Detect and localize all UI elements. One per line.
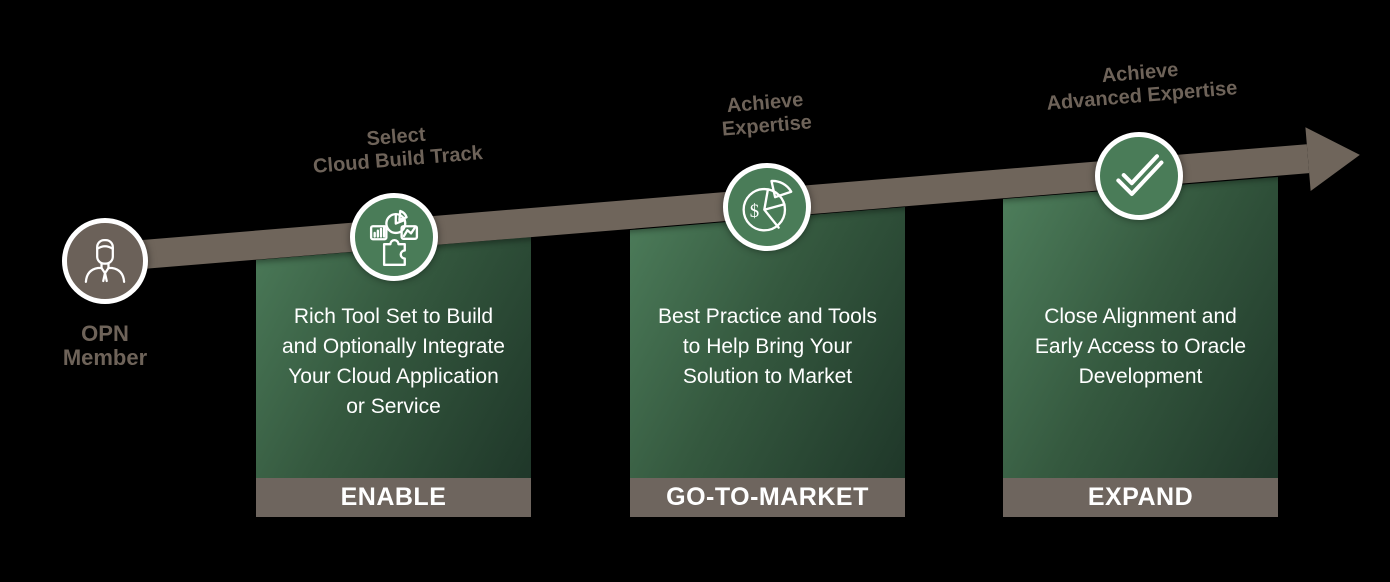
stage-description: Close Alignment and Early Access to Orac…	[1034, 305, 1247, 388]
stage-bar-expand: EXPAND	[1003, 478, 1278, 517]
milestone-badge-expand	[1095, 132, 1183, 220]
stage-panel-expand-body: Close Alignment and Early Access to Orac…	[1003, 177, 1278, 478]
milestone-label-achieve-advanced-expertise: Achieve Advanced Expertise	[1045, 58, 1239, 115]
stage-bar-go-to-market: GO-TO-MARKET	[630, 478, 905, 517]
person-icon	[72, 228, 138, 294]
stage-description: Rich Tool Set to Build and Optionally In…	[282, 305, 505, 418]
stage-bar-enable: ENABLE	[256, 478, 531, 517]
double-checkmark-icon	[1104, 141, 1174, 211]
money-pie-chart-icon: $	[732, 172, 802, 242]
opn-member-label: OPN Member	[62, 321, 148, 370]
stage-description: Best Practice and Tools to Help Bring Yo…	[657, 305, 878, 388]
milestone-label-achieve-expertise: Achieve Expertise	[721, 88, 813, 141]
milestone-badge-go-to-market: $	[723, 163, 811, 251]
opn-member-badge	[62, 218, 148, 304]
milestone-badge-enable	[350, 193, 438, 281]
arrow-head-icon	[1305, 122, 1363, 191]
stage-panel-go-to-market-body: Best Practice and Tools to Help Bring Yo…	[630, 207, 905, 478]
charts-puzzle-icon	[359, 202, 429, 272]
stage-panel-expand: Close Alignment and Early Access to Orac…	[1003, 170, 1278, 517]
stage-panel-go-to-market: Best Practice and Tools to Help Bring Yo…	[630, 170, 905, 517]
svg-text:$: $	[750, 201, 759, 222]
